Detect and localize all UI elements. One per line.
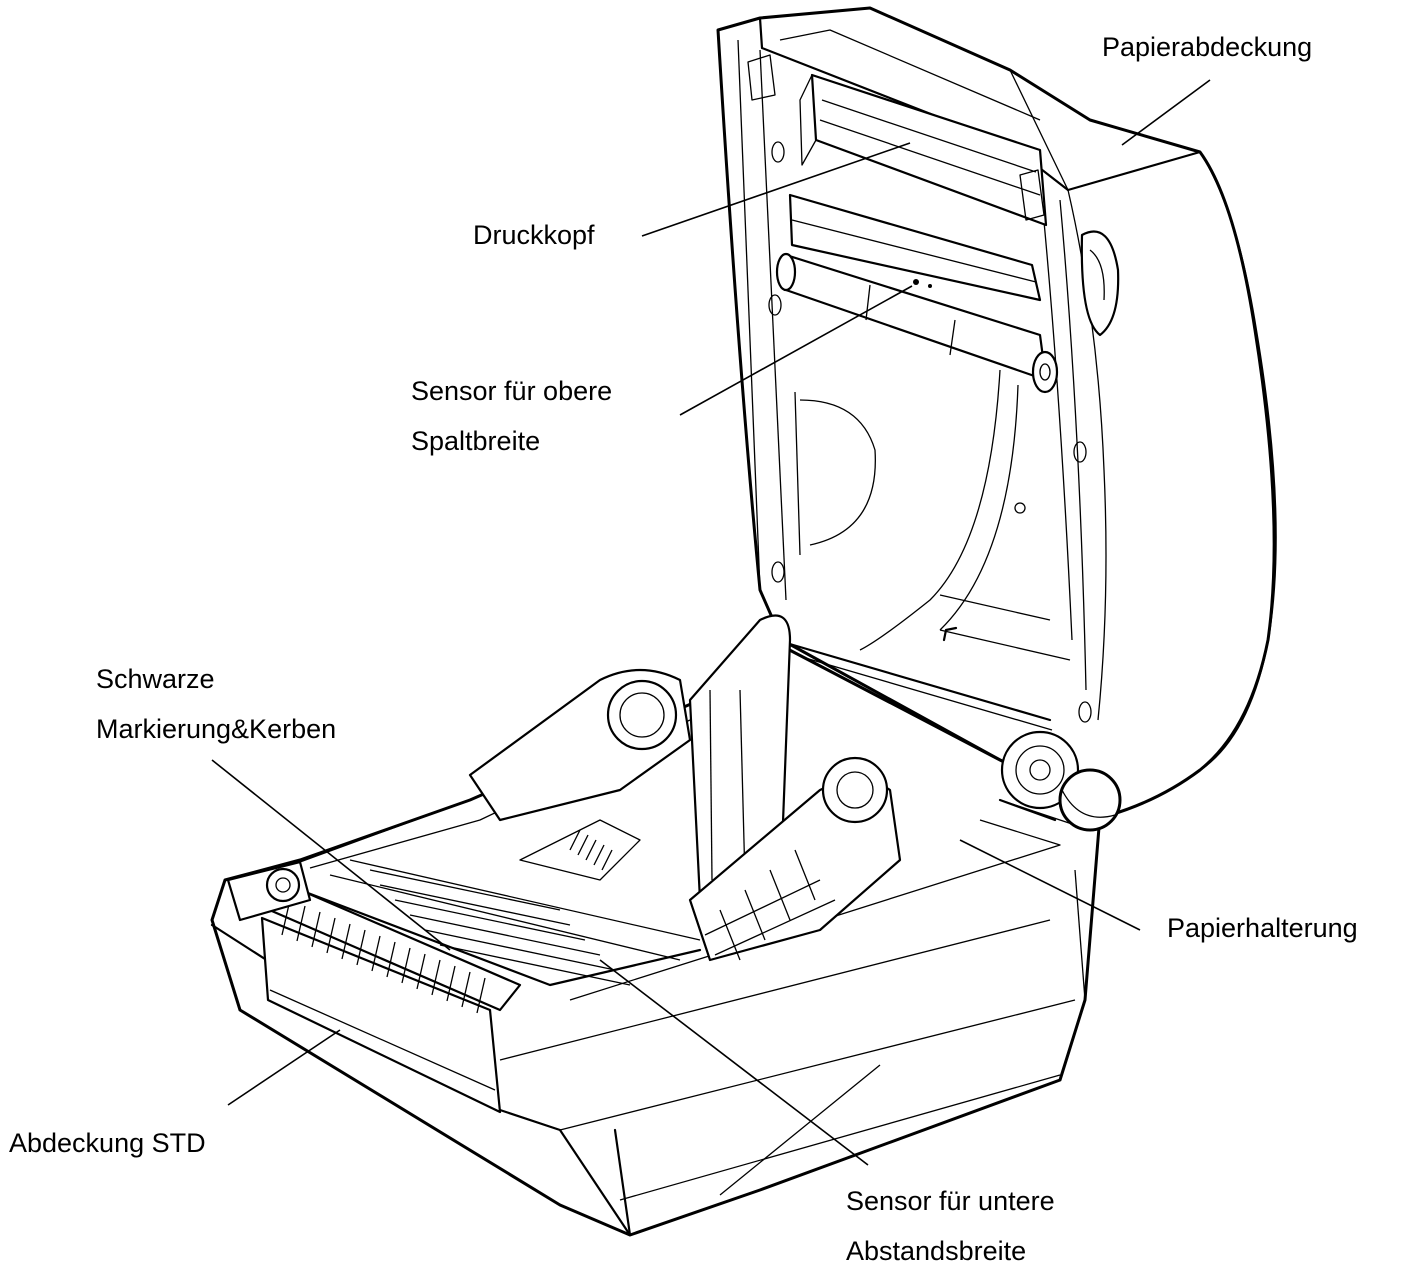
label-lower-sensor-line1: Sensor für untere [846, 1186, 1055, 1216]
leader-std-cover [227, 1029, 341, 1106]
label-lower-sensor-line2: Abstandsbreite [846, 1236, 1027, 1266]
label-black-mark-line2: Markierung&Kerben [96, 714, 337, 744]
leader-black-mark [211, 759, 451, 951]
paper-cover-lid [716, 6, 1277, 817]
label-print-head: Druckkopf [473, 220, 595, 250]
leader-lower-sensor [599, 959, 869, 1166]
label-upper-sensor-line1: Sensor für obere [411, 376, 613, 406]
leader-print-head [641, 142, 911, 237]
leader-paper-holder [959, 839, 1141, 931]
label-upper-sensor-line2: Spaltbreite [411, 426, 541, 456]
label-paper-cover: Papierabdeckung [1102, 32, 1313, 62]
label-black-mark-line1: Schwarze [96, 664, 215, 694]
leader-lines [211, 79, 1211, 1166]
label-std-cover: Abdeckung STD [9, 1128, 206, 1158]
label-paper-holder: Papierhalterung [1167, 913, 1358, 943]
leader-upper-sensor [679, 285, 913, 416]
printer-base [210, 614, 1122, 1237]
leader-paper-cover [1121, 79, 1211, 146]
